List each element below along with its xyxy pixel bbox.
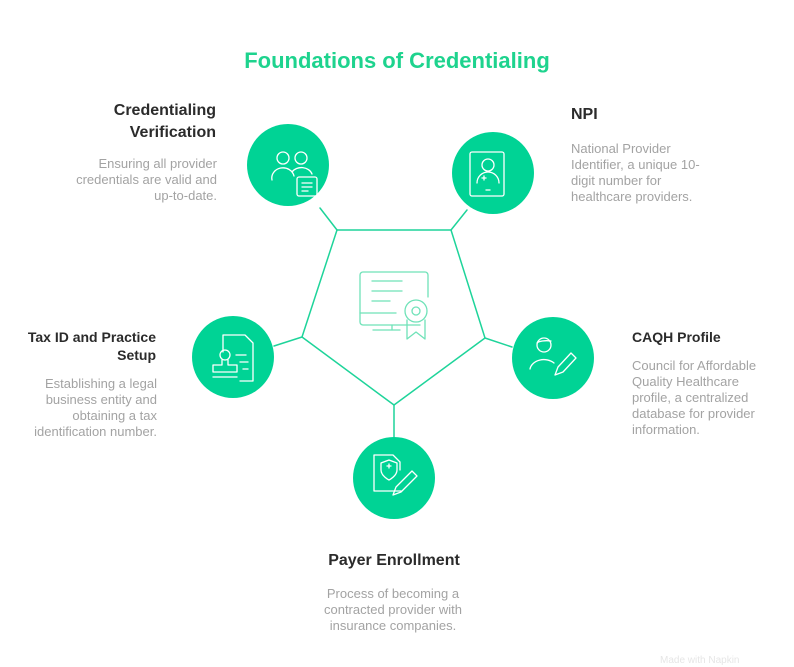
node-circle-credentialing [247, 124, 329, 206]
watermark: Made with Napkin [660, 655, 740, 666]
users-document-icon [271, 151, 318, 197]
node-circles [192, 124, 594, 519]
node-desc-npi: National Provider Identifier, a unique 1… [571, 141, 700, 204]
node-title-payer: Payer Enrollment [328, 552, 460, 569]
user-edit-icon [529, 337, 577, 376]
certificate-monitor-icon [359, 271, 429, 340]
node-desc-caqh: Council for Affordable Quality Healthcar… [632, 358, 757, 437]
id-badge-icon [469, 151, 505, 197]
node-desc-tax: Establishing a legal business entity and… [34, 376, 157, 439]
node-title-credentialing: Credentialing Verification [113, 102, 216, 141]
node-desc-credentialing: Ensuring all provider credentials are va… [76, 156, 217, 203]
connector-lines [273, 207, 513, 438]
node-title-caqh: CAQH Profile [632, 329, 721, 345]
node-circle-tax [192, 316, 274, 398]
diagram-title: Foundations of Credentialing [244, 48, 550, 73]
stamp-document-icon [212, 334, 254, 382]
node-circle-caqh [512, 317, 594, 399]
insurance-document-edit-icon [373, 454, 418, 496]
node-circle-payer [353, 437, 435, 519]
node-desc-payer: Process of becoming a contracted provide… [323, 586, 462, 633]
node-title-npi: NPI [571, 106, 598, 123]
node-title-tax: Tax ID and Practice Setup [27, 329, 156, 363]
